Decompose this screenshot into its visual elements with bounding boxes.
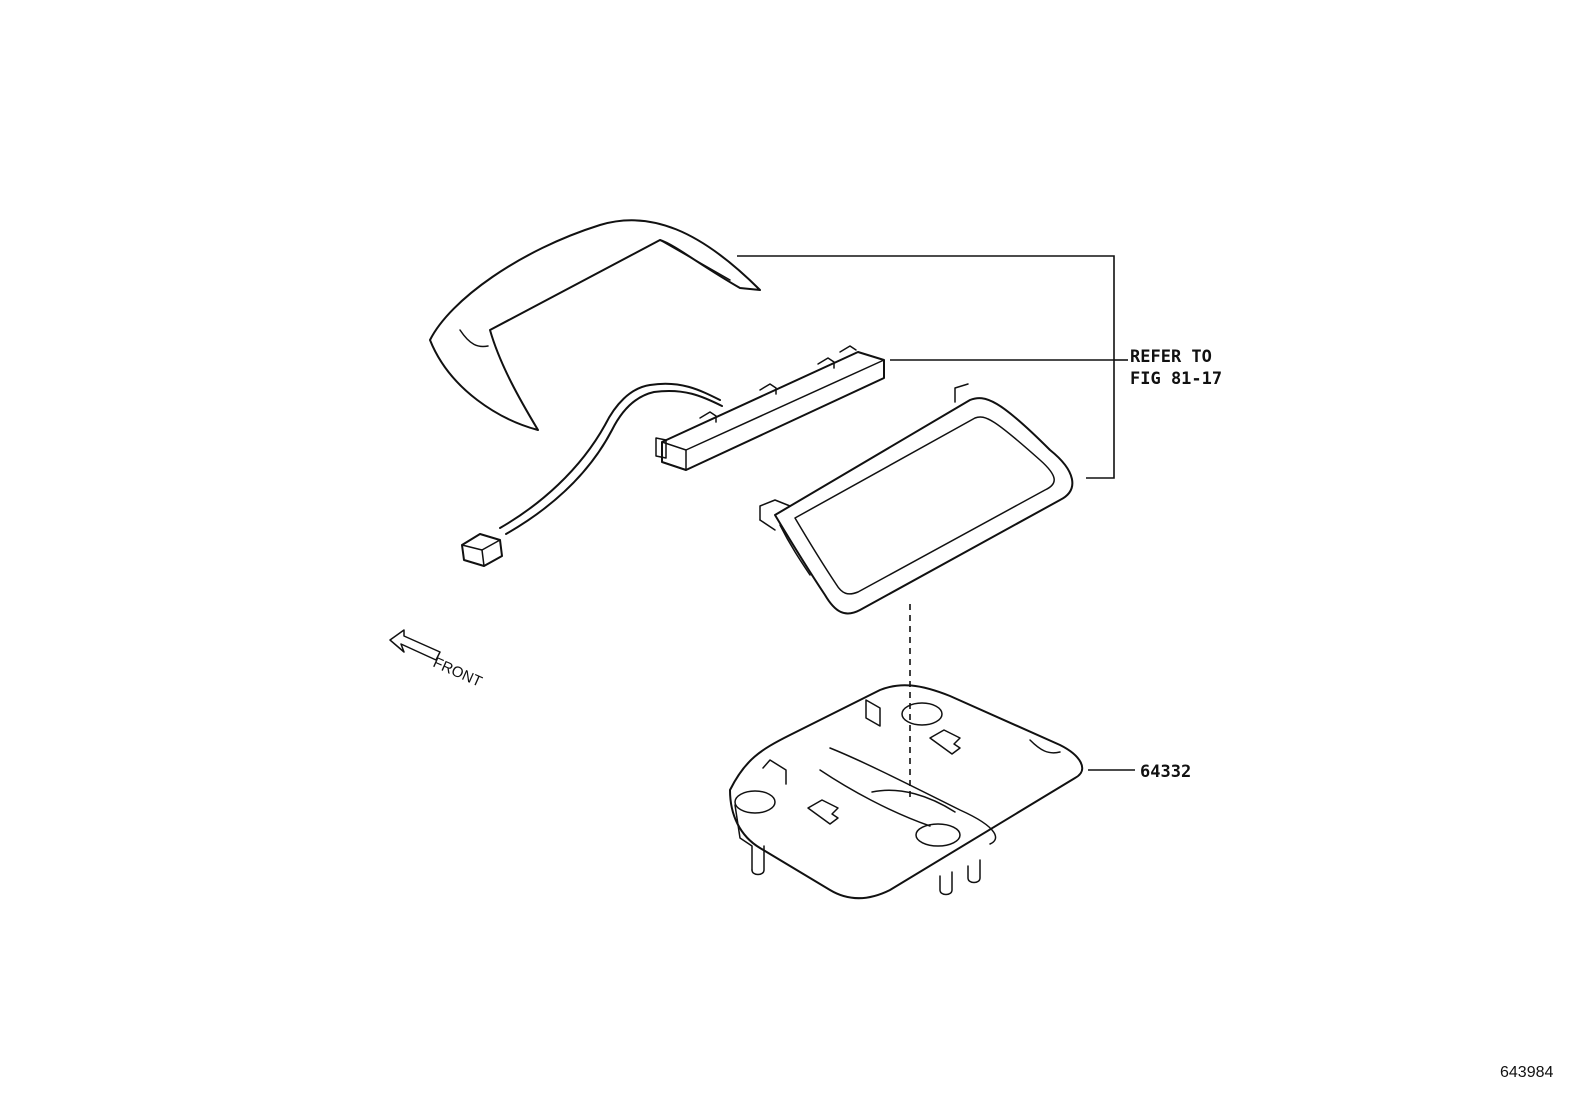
part-number-label: 64332: [1140, 762, 1191, 782]
front-label: FRONT: [430, 654, 484, 691]
figure-id: 643984: [1500, 1064, 1553, 1081]
outer-cover[interactable]: [429, 219, 761, 431]
refer-leader-lines: [737, 255, 1128, 479]
refer-fig-label: FIG 81-17: [1130, 369, 1222, 389]
lens-housing[interactable]: [759, 383, 1074, 615]
base-bracket[interactable]: [729, 684, 1084, 900]
front-arrow-icon: [389, 629, 441, 661]
refer-to-label: REFER TO: [1130, 347, 1212, 367]
lamp-bar-assembly[interactable]: [461, 345, 885, 567]
